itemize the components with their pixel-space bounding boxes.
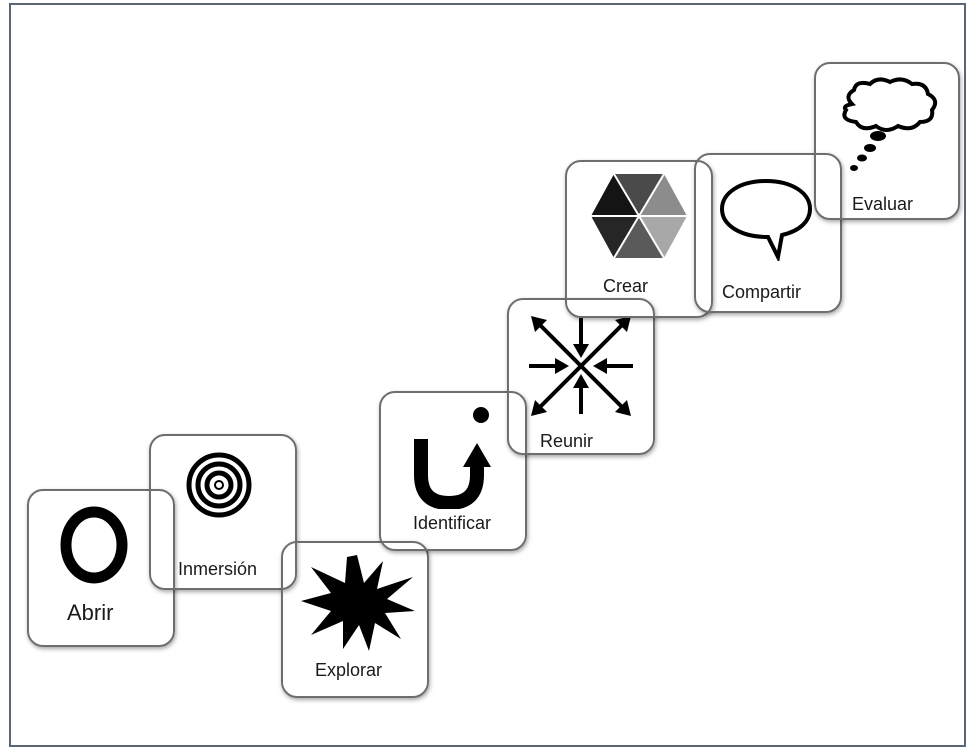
- step-label-explorar: Explorar: [315, 660, 383, 680]
- step-label-reunir: Reunir: [540, 431, 594, 451]
- speech-bubble-icon: [719, 178, 813, 261]
- step-explorar: Explorar: [281, 541, 429, 698]
- step-identificar: Identificar: [379, 391, 527, 551]
- step-label-abrir: Abrir: [67, 600, 114, 625]
- starburst-icon: [301, 555, 415, 651]
- step-label-evaluar: Evaluar: [852, 194, 914, 214]
- step-crear: Crear: [565, 160, 713, 318]
- step-label-identificar: Identificar: [413, 513, 492, 533]
- step-evaluar: Evaluar: [814, 62, 960, 220]
- step-label-compartir: Compartir: [722, 282, 802, 302]
- step-reunir: Reunir: [507, 298, 655, 455]
- step-label-crear: Crear: [603, 276, 649, 296]
- hexagon-icon: [591, 173, 687, 259]
- step-abrir: Abrir: [27, 489, 175, 647]
- concentric-circles-icon: [186, 452, 252, 518]
- ring-icon: [60, 506, 128, 584]
- converging-arrows-icon: [529, 316, 633, 416]
- step-inmersion: Inmersión: [149, 434, 297, 590]
- step-label-inmersion: Inmersión: [178, 559, 258, 579]
- diagram-frame: Abrir Inmersión Explorar Identificar: [9, 3, 966, 747]
- curved-arrow-dot-icon: [414, 407, 491, 509]
- thought-bubble-icon: [842, 77, 938, 171]
- step-compartir: Compartir: [694, 153, 842, 313]
